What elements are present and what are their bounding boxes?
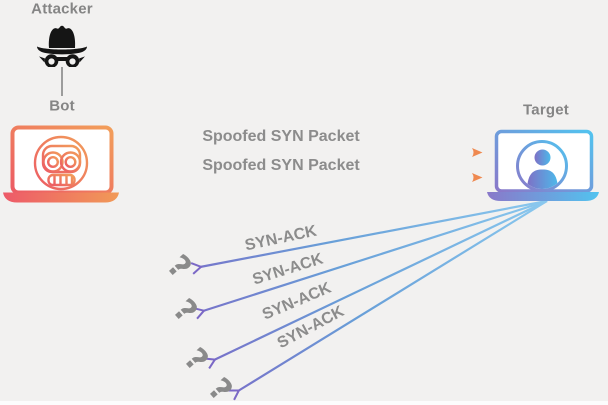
user-laptop-icon (487, 129, 599, 201)
bottom-edge-strip (0, 401, 608, 405)
bot-label: Bot (49, 97, 75, 115)
spoofed-syn-packet-label-1: Spoofed SYN Packet (202, 128, 360, 145)
syn-ack-arrow-4 (228, 200, 548, 401)
spy-hat-mask-icon (37, 25, 87, 67)
syn-ack-arrow-2 (193, 199, 548, 320)
syn-ack-arrow-3 (204, 200, 548, 369)
spoofed-syn-packet-label-2: Spoofed SYN Packet (202, 157, 360, 174)
attacker-bot-connector-line (61, 67, 63, 96)
target-label: Target (523, 101, 569, 119)
attacker-label: Attacker (31, 0, 93, 18)
robot-face-laptop-icon (3, 125, 119, 203)
syn-ack-arrow-1 (190, 199, 548, 275)
user-avatar (516, 140, 568, 192)
robot-face (33, 135, 89, 191)
